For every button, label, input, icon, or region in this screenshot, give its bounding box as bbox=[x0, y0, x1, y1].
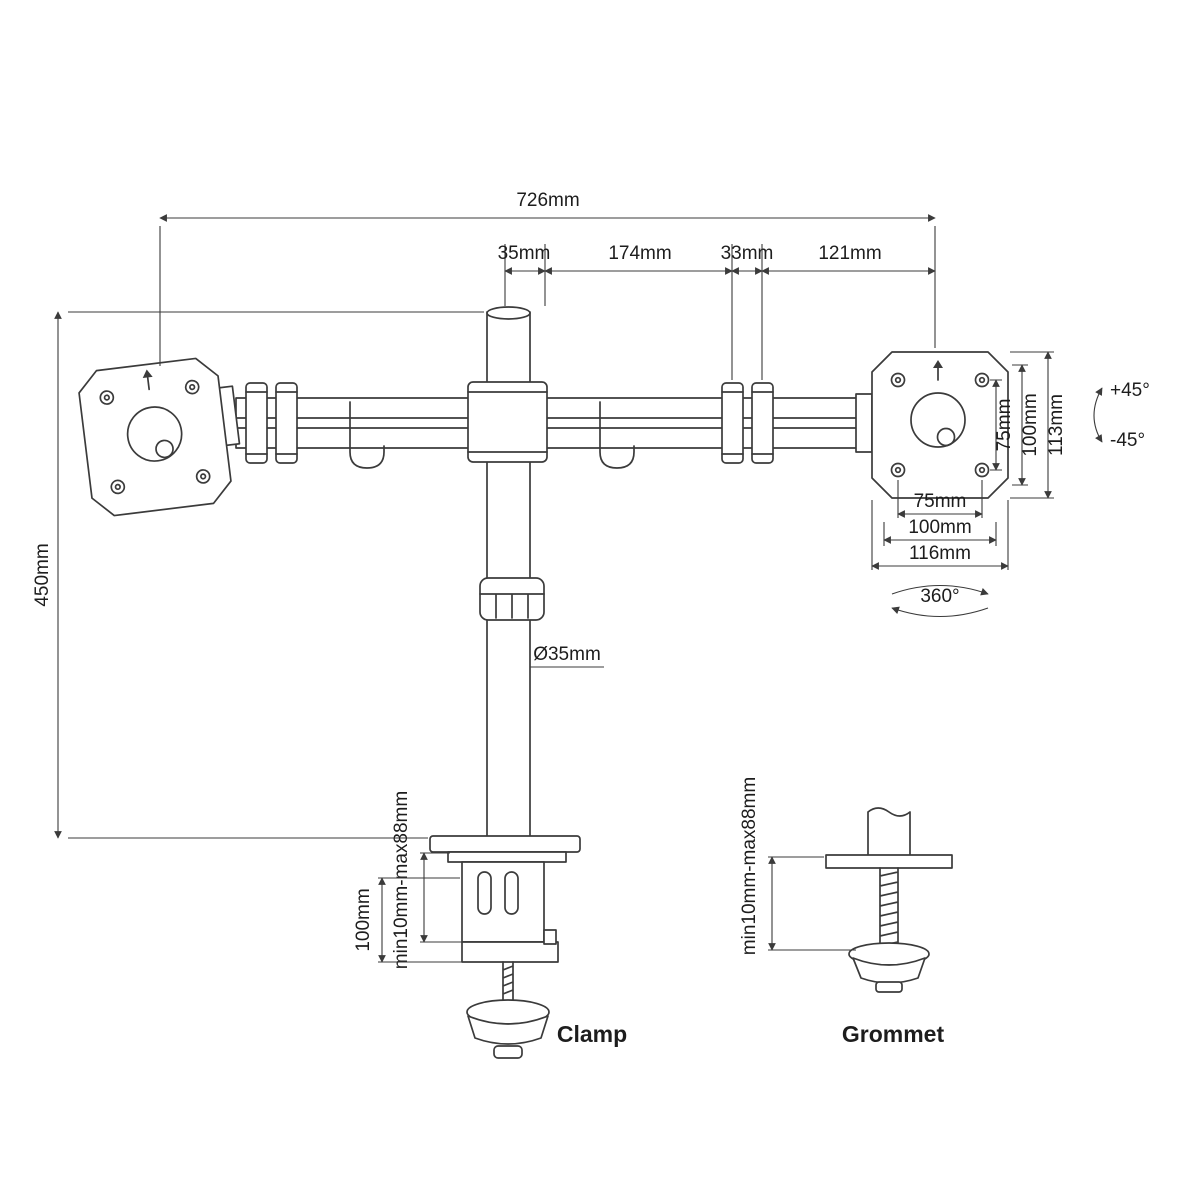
dim-grommet-range: min10mm-max88mm bbox=[739, 777, 856, 955]
tilt-indicator: +45° -45° bbox=[1093, 380, 1150, 451]
dim-label-vesa-h75: 75mm bbox=[914, 491, 967, 512]
dim-label-grommet-range: min10mm-max88mm bbox=[739, 777, 760, 955]
up-arrow-icon bbox=[933, 360, 943, 368]
dual-monitor-arm bbox=[78, 306, 1009, 1059]
arm-joint-left bbox=[245, 382, 298, 464]
dim-label-pole-top: 35mm bbox=[498, 243, 551, 264]
dim-label-clamp-height: 100mm bbox=[353, 888, 374, 951]
dim-vesa-horizontal: 75mm 100mm 116mm bbox=[871, 480, 1009, 570]
dim-label-joint: 33mm bbox=[721, 243, 774, 264]
dim-label-vesa-h100: 100mm bbox=[908, 517, 971, 538]
dim-label-total-width: 726mm bbox=[516, 190, 579, 211]
dim-label-arm-inner: 174mm bbox=[608, 243, 671, 264]
dim-vesa-vertical: 75mm 100mm 113mm bbox=[990, 351, 1067, 499]
dim-label-vesa-v100: 100mm bbox=[1020, 393, 1041, 456]
vesa-screw-holes bbox=[890, 372, 990, 478]
dim-clamp-height: 100mm bbox=[353, 877, 462, 963]
dim-label-vesa-v75: 75mm bbox=[994, 399, 1015, 452]
dim-label-pole-diameter: Ø35mm bbox=[533, 644, 601, 665]
dim-top-row: 35mm 174mm 33mm 121mm bbox=[498, 243, 936, 380]
dim-total-width: 726mm bbox=[159, 190, 936, 366]
swivel-indicator: 360° bbox=[891, 584, 989, 618]
cable-hook-right bbox=[599, 401, 635, 469]
grommet-caption: Grommet bbox=[842, 1021, 945, 1047]
left-vesa-plate bbox=[78, 357, 241, 517]
vesa-screw-holes bbox=[99, 379, 211, 495]
tilt-down-label: -45° bbox=[1110, 430, 1145, 451]
dim-label-plate-height: 113mm bbox=[1046, 394, 1067, 456]
arm-joint-right bbox=[721, 382, 774, 464]
center-pole bbox=[467, 306, 548, 839]
dim-label-clamp-range: min10mm-max88mm bbox=[391, 791, 412, 969]
dim-label-plate-width: 116mm bbox=[909, 543, 971, 564]
tilt-up-label: +45° bbox=[1110, 380, 1150, 401]
grommet-assembly bbox=[825, 807, 953, 993]
dim-label-arm-outer: 121mm bbox=[818, 243, 881, 264]
clamp-assembly bbox=[429, 835, 581, 1059]
dim-column-height: 450mm bbox=[32, 311, 484, 839]
dim-label-column-height: 450mm bbox=[32, 543, 53, 606]
clamp-caption: Clamp bbox=[557, 1021, 627, 1047]
dim-pole-diameter: Ø35mm bbox=[530, 644, 604, 668]
dim-clamp-range: min10mm-max88mm bbox=[391, 791, 462, 969]
cable-hook-left bbox=[349, 401, 385, 469]
right-vesa-plate bbox=[855, 351, 1009, 499]
swivel-label: 360° bbox=[920, 586, 959, 607]
up-arrow-icon bbox=[142, 369, 153, 379]
